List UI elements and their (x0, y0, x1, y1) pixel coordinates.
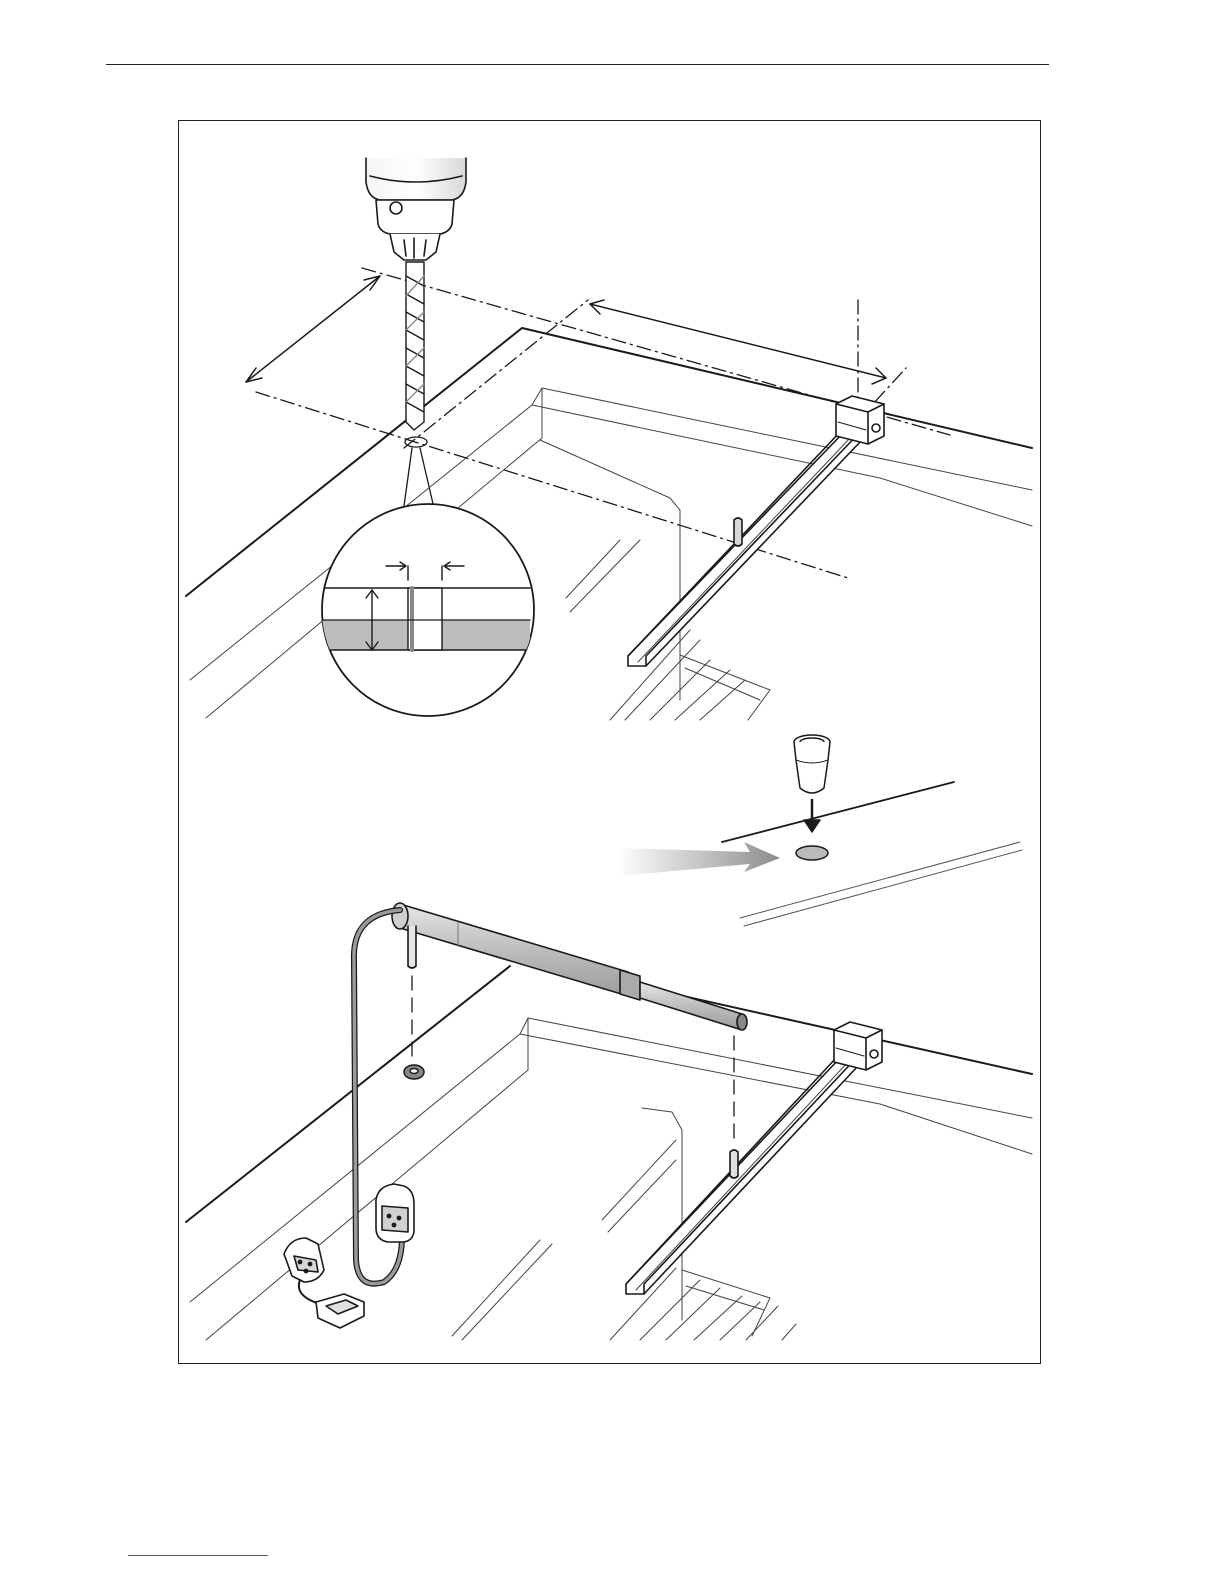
drill-icon (366, 158, 466, 260)
magnifier-detail-icon (310, 448, 534, 716)
dowel-insert-icon (722, 735, 1022, 926)
fitting-step (186, 735, 1032, 1340)
arrow-icon (618, 842, 780, 876)
mount-washer (404, 1065, 424, 1079)
dimension-arrow-left (246, 276, 380, 382)
cabinet-lines-lower (190, 1018, 1032, 1340)
socket-icon (376, 1184, 414, 1242)
gas-strut-icon (392, 903, 747, 1030)
hinge-arm-icon (628, 396, 884, 666)
dimension-arrow-right (590, 300, 886, 384)
cabinet-lines (190, 388, 1032, 720)
drilling-step (186, 158, 1032, 720)
worktop-outline-lower (186, 960, 1032, 1222)
plug-icon (284, 1238, 364, 1328)
drill-bit-icon (406, 262, 424, 430)
